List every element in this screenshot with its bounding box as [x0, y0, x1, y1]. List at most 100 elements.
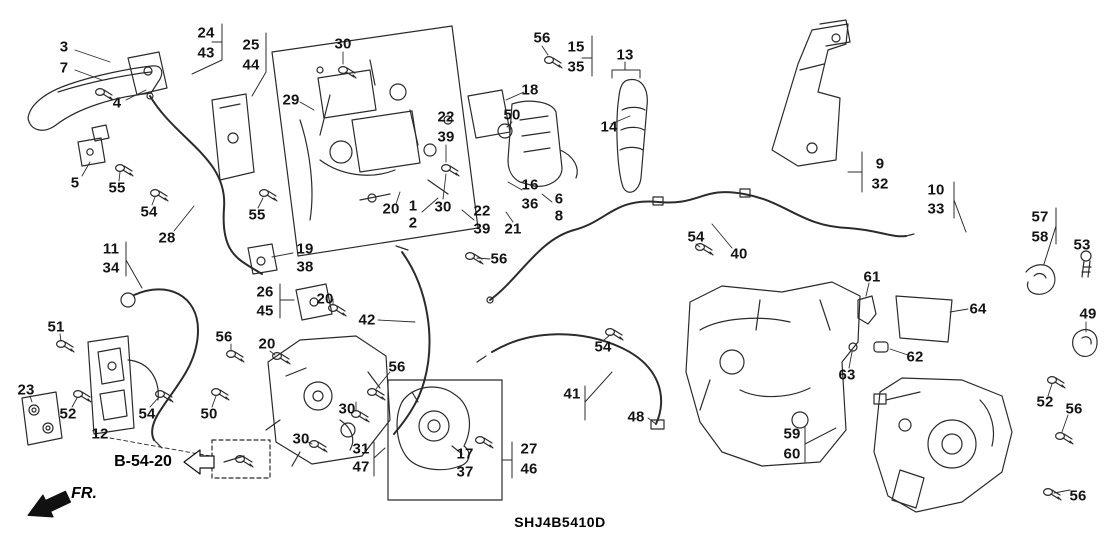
callout-36: 36	[521, 195, 539, 213]
callout-43: 43	[197, 44, 215, 62]
callout-15: 15	[567, 38, 585, 56]
callout-59: 59	[783, 425, 801, 443]
group-brackets	[125, 23, 1057, 479]
rail-bracket-9-32	[771, 19, 851, 167]
callout-5: 5	[70, 174, 80, 192]
callout-54: 54	[138, 405, 156, 423]
callout-40: 40	[730, 245, 748, 263]
ref-label-b-54-20: B-54-20	[114, 453, 172, 470]
callout-49: 49	[1079, 305, 1097, 323]
striker-hardware-group	[1025, 250, 1098, 357]
leader-lines	[29, 45, 1087, 494]
fr-arrow-icon	[27, 490, 72, 518]
callout-20: 20	[382, 200, 400, 218]
callout-2: 2	[408, 214, 418, 232]
seal-13-14	[616, 78, 648, 193]
callout-3: 3	[59, 38, 69, 56]
callout-48: 48	[627, 408, 645, 426]
callout-54: 54	[594, 338, 612, 356]
callout-18: 18	[521, 81, 539, 99]
callout-30: 30	[334, 35, 352, 53]
callout-28: 28	[158, 229, 176, 247]
callout-37: 37	[456, 463, 474, 481]
callout-63: 63	[838, 366, 856, 384]
callout-14: 14	[600, 118, 618, 136]
callout-61: 61	[863, 268, 881, 286]
callout-35: 35	[567, 58, 585, 76]
callout-45: 45	[256, 302, 274, 320]
callout-62: 62	[906, 348, 924, 366]
callout-30: 30	[434, 198, 452, 216]
callout-38: 38	[296, 258, 314, 276]
callout-60: 60	[783, 445, 801, 463]
callout-26: 26	[256, 283, 274, 301]
callout-42: 42	[358, 311, 376, 329]
lower-latch-assembly	[265, 335, 391, 467]
ref-arrow-icon	[183, 449, 215, 475]
callout-55: 55	[248, 206, 266, 224]
callout-56: 56	[1065, 400, 1083, 418]
callout-8: 8	[554, 207, 564, 225]
cable-42	[393, 245, 431, 435]
callout-7: 7	[59, 59, 69, 77]
callout-52: 52	[1036, 393, 1054, 411]
callout-64: 64	[969, 300, 987, 318]
callout-56: 56	[388, 358, 406, 376]
callout-55: 55	[108, 179, 126, 197]
callout-16: 16	[521, 176, 539, 194]
callout-30: 30	[292, 430, 310, 448]
callout-13: 13	[616, 46, 634, 64]
callout-29: 29	[282, 91, 300, 109]
callout-57: 57	[1031, 208, 1049, 226]
callout-51: 51	[47, 318, 65, 336]
callout-47: 47	[352, 458, 370, 476]
fr-direction-label: FR.	[71, 485, 97, 502]
callout-4: 4	[112, 94, 122, 112]
callout-56: 56	[1069, 487, 1087, 505]
callout-53: 53	[1073, 236, 1091, 254]
callout-9: 9	[875, 155, 885, 173]
panel-59-60	[685, 281, 861, 467]
callout-10: 10	[927, 181, 945, 199]
outer-handle-group	[27, 51, 168, 167]
center-latch-assembly	[271, 25, 479, 257]
callout-34: 34	[102, 259, 120, 277]
callout-25: 25	[242, 36, 260, 54]
small-brackets-group	[247, 243, 333, 321]
diagram-code: SHJ4B5410D	[514, 514, 606, 530]
callout-46: 46	[520, 460, 538, 478]
cable-40	[486, 188, 915, 304]
callout-20: 20	[316, 290, 334, 308]
hinge-12	[87, 335, 159, 435]
callout-39: 39	[473, 220, 491, 238]
callout-22: 22	[437, 108, 455, 126]
callout-56: 56	[533, 29, 551, 47]
callout-44: 44	[242, 56, 260, 74]
lock-actuator-units	[467, 89, 578, 187]
callout-20: 20	[258, 335, 276, 353]
callout-33: 33	[927, 200, 945, 218]
callout-54: 54	[140, 203, 158, 221]
callout-56: 56	[490, 250, 508, 268]
callout-22: 22	[473, 202, 491, 220]
callout-56: 56	[215, 328, 233, 346]
callout-11: 11	[102, 240, 120, 258]
callout-27: 27	[520, 440, 538, 458]
callout-19: 19	[296, 240, 314, 258]
callout-24: 24	[197, 24, 215, 42]
roller-assembly-17-37	[387, 379, 503, 501]
callout-39: 39	[437, 128, 455, 146]
callout-58: 58	[1031, 228, 1049, 246]
callout-17: 17	[456, 445, 474, 463]
callout-41: 41	[563, 385, 581, 403]
callout-21: 21	[504, 220, 522, 238]
callout-54: 54	[687, 228, 705, 246]
callout-6: 6	[554, 190, 564, 208]
actuator-10-33	[873, 377, 1013, 513]
callout-31: 31	[352, 440, 370, 458]
callout-52: 52	[59, 405, 77, 423]
callout-12: 12	[91, 425, 109, 443]
